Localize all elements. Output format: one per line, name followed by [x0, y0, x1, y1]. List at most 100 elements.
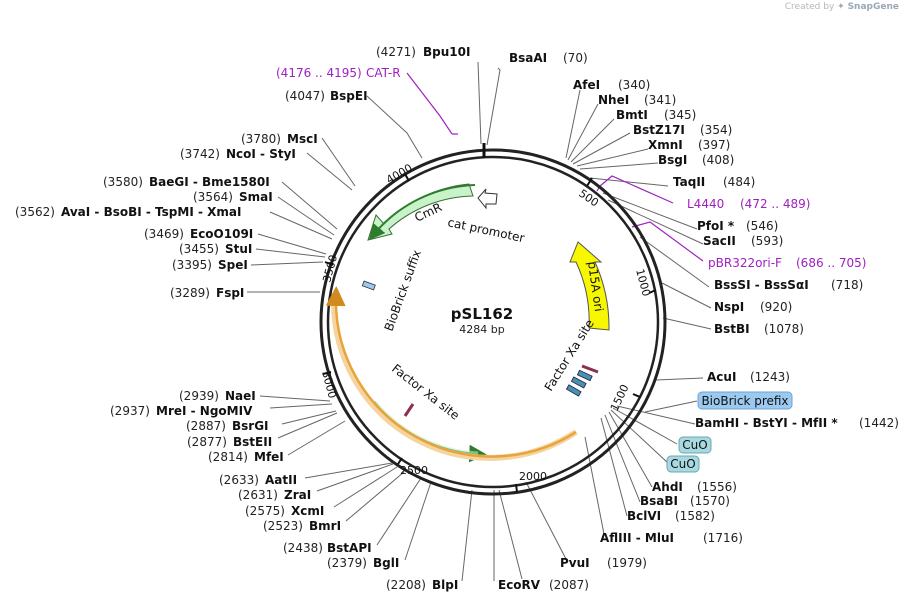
- site-position: (2937): [110, 404, 150, 418]
- site-name: BsrGI: [232, 419, 269, 433]
- tick-label: 4000: [384, 161, 415, 186]
- site-position: (1979): [607, 556, 647, 570]
- site-position: (546): [746, 219, 778, 233]
- site-name: SacII: [703, 234, 736, 248]
- site-name: NaeI: [225, 389, 256, 403]
- site-name: ZraI: [284, 488, 311, 502]
- cuo-box-2: CuO: [666, 455, 700, 473]
- site-name: BstZ17I: [633, 123, 685, 137]
- site-name: EcoO109I: [190, 227, 253, 241]
- site-name: BsaAI: [509, 51, 547, 65]
- site-name: BssSI - BssSαI: [714, 278, 809, 292]
- site-name: BstAPI: [327, 541, 372, 555]
- factor-xa-right-mark: [581, 364, 599, 374]
- cat-promoter-label: cat promoter: [446, 215, 525, 245]
- site-position: (397): [698, 138, 730, 152]
- site-name: SmaI: [239, 190, 273, 204]
- site-position: (341): [644, 93, 676, 107]
- site-position: (354): [700, 123, 732, 137]
- site-position: (1570): [690, 494, 730, 508]
- site-position: (2631): [238, 488, 278, 502]
- site-position: (484): [723, 175, 755, 189]
- site-position: (345): [664, 108, 696, 122]
- site-position: (1556): [697, 480, 737, 494]
- site-name: MfeI: [254, 450, 284, 464]
- backbone-inner: [326, 155, 660, 489]
- site-name: BsaBI: [640, 494, 678, 508]
- site-name: BmtI: [616, 108, 648, 122]
- site-name: FspI: [216, 286, 244, 300]
- site-position: (408): [702, 153, 734, 167]
- primer-position: (686 .. 705): [796, 256, 866, 270]
- site-name: NcoI - StyI: [226, 147, 296, 161]
- site-name: BaeGI - Bme1580I: [149, 175, 270, 189]
- site-name: AflIII - MluI: [600, 531, 674, 545]
- site-position: (3395): [172, 258, 212, 272]
- tick-marks: [322, 173, 657, 493]
- site-position: (2087): [549, 578, 589, 592]
- site-name: PfoI *: [697, 219, 735, 233]
- created-by-credit: Created by ✦ SnapGene: [785, 2, 899, 12]
- site-name: NspI: [714, 300, 744, 314]
- factor-xa-left-mark: [403, 403, 415, 417]
- site-position: (2814): [208, 450, 248, 464]
- biobrick-prefix-marks: [565, 369, 593, 397]
- snapgene-logo-icon: ✦: [837, 2, 845, 12]
- plasmid-name: pSL162: [451, 305, 513, 323]
- credit-brand: SnapGene: [847, 2, 899, 12]
- site-position: (3780): [241, 132, 281, 146]
- site-position: (718): [831, 278, 863, 292]
- site-name: TaqII: [673, 175, 705, 189]
- p15a-ori-label: p15A ori: [585, 260, 606, 312]
- cmr-feature: CmR: [367, 183, 474, 241]
- site-position: (4271): [376, 45, 416, 59]
- primer-name: pBR322ori-F: [708, 256, 782, 270]
- cuo-label: CuO: [682, 438, 707, 452]
- primer-position: (4176 .. 4195): [276, 66, 362, 80]
- site-position: (2208): [386, 578, 426, 592]
- site-position: (2575): [245, 504, 285, 518]
- credit-prefix: Created by: [784, 2, 835, 12]
- site-position: (4047): [285, 89, 325, 103]
- site-name: AcuI: [707, 370, 736, 384]
- site-name: XcmI: [291, 504, 324, 518]
- site-name: BlpI: [432, 578, 458, 592]
- backbone-outer: [319, 148, 667, 496]
- site-position: (2877): [187, 435, 227, 449]
- tick-label: 2500: [400, 464, 428, 477]
- site-position: (3469): [144, 227, 184, 241]
- primer-lines: [406, 72, 704, 262]
- biobrick-prefix-label: BioBrick prefix: [701, 394, 788, 408]
- site-position: (3455): [179, 242, 219, 256]
- site-position: (2633): [219, 473, 259, 487]
- site-position: (70): [563, 51, 588, 65]
- site-name: BamHI - BstYI - MfII *: [695, 416, 838, 430]
- site-position: (920): [760, 300, 792, 314]
- site-name: AfeI: [573, 78, 600, 92]
- site-name: BstEII: [233, 435, 272, 449]
- site-position: (2379): [327, 556, 367, 570]
- site-position: (3289): [170, 286, 210, 300]
- p15a-ori-feature: p15A ori: [569, 241, 610, 331]
- site-name: StuI: [225, 242, 252, 256]
- site-name: BstBI: [714, 322, 750, 336]
- site-position: (3564): [193, 190, 233, 204]
- site-name: Bpu10I: [423, 45, 470, 59]
- primer-name: L4440: [687, 197, 724, 211]
- primer-name: CAT-R: [366, 66, 401, 80]
- site-position: (593): [751, 234, 783, 248]
- site-name: MreI - NgoMIV: [156, 404, 253, 418]
- site-name: AvaI - BsoBI - TspMI - XmaI: [61, 205, 241, 219]
- site-name: BmrI: [309, 519, 341, 533]
- primer-position: (472 .. 489): [740, 197, 810, 211]
- site-name: AhdI: [652, 480, 683, 494]
- orange-orf-arrow: [325, 286, 577, 458]
- site-name: EcoRV: [498, 578, 541, 592]
- site-name: PvuI: [560, 556, 590, 570]
- site-name: AatII: [265, 473, 297, 487]
- plasmid-length: 4284 bp: [459, 323, 504, 336]
- site-position: (1243): [750, 370, 790, 384]
- leader-lines: [247, 61, 712, 582]
- site-position: (1442): [859, 416, 899, 430]
